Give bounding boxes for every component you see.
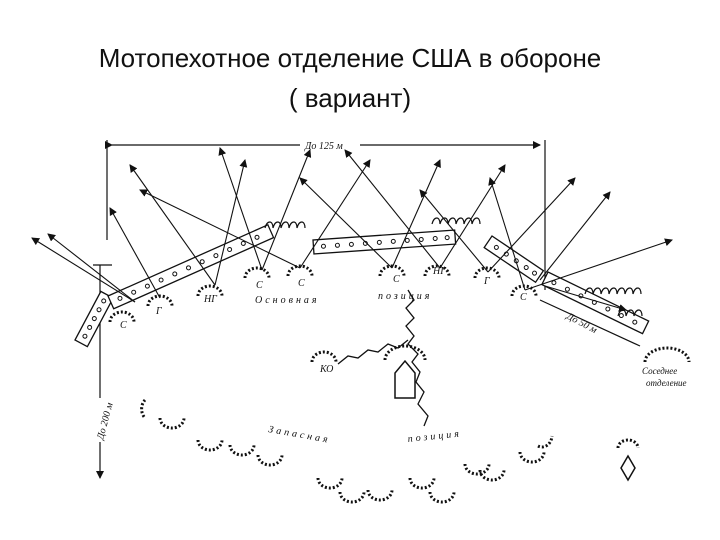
foxhole-s-4 bbox=[378, 264, 406, 277]
neighbor-squad-label-1: Соседнее bbox=[642, 366, 677, 376]
side-dimension-label: До 50 м bbox=[564, 310, 600, 336]
foxhole-g-2 bbox=[473, 266, 501, 279]
reserve-foxhole-8 bbox=[366, 489, 394, 502]
main-position-label-part2: позиция bbox=[378, 291, 432, 302]
reserve-foxhole-15 bbox=[616, 438, 640, 449]
main-position-foxholes bbox=[108, 264, 691, 363]
reserve-foxhole-2 bbox=[158, 417, 186, 430]
trench-strip-center bbox=[312, 229, 457, 255]
title-line-2: ( вариант) bbox=[288, 83, 412, 113]
tag-ng-2: НГ bbox=[432, 266, 446, 277]
trench-strip-left-long bbox=[107, 223, 275, 310]
trench-strip-right-long bbox=[540, 271, 650, 335]
reserve-position-label-part1: Запасная bbox=[267, 424, 331, 446]
tag-s-5: С bbox=[520, 292, 527, 303]
shelter-icon bbox=[394, 359, 416, 399]
tag-s-1: С bbox=[120, 320, 127, 331]
tag-s-2: С bbox=[256, 280, 263, 291]
reserve-foxhole-10 bbox=[428, 491, 456, 504]
width-dimension: До 125 м bbox=[105, 138, 546, 290]
reserve-foxhole-4 bbox=[228, 444, 256, 457]
neighbor-squad-label-2: отделение bbox=[646, 378, 687, 388]
tag-s-3: С bbox=[298, 278, 305, 289]
foxhole-neighbor bbox=[643, 346, 691, 363]
title-line-1: Мотопехотное отделение США в обороне bbox=[98, 43, 602, 73]
ko-position: КО bbox=[310, 350, 338, 375]
reserve-foxhole-3 bbox=[196, 439, 224, 452]
tag-s-4: С bbox=[393, 274, 400, 285]
reserve-position-foxholes bbox=[140, 398, 640, 504]
reserve-foxhole-5 bbox=[256, 454, 284, 467]
foxhole-s-3 bbox=[286, 264, 314, 277]
reserve-foxhole-13 bbox=[518, 451, 546, 464]
tag-g-1: Г bbox=[155, 306, 162, 317]
foxhole-s-1 bbox=[108, 310, 136, 323]
squad-leader-post bbox=[383, 344, 427, 399]
tag-ng-1: НГ bbox=[203, 294, 217, 305]
reserve-foxhole-12 bbox=[478, 469, 506, 482]
wire-coil-3 bbox=[584, 287, 642, 295]
slide-title: Мотопехотное отделение США в обороне ( в… bbox=[0, 38, 700, 118]
fire-sector-arrows bbox=[31, 147, 673, 312]
main-position-label-part1: Основная bbox=[255, 295, 320, 306]
foxhole-ng-2 bbox=[423, 264, 451, 277]
wire-coil-2 bbox=[431, 217, 481, 225]
trench-strip-left bbox=[74, 290, 115, 348]
trench-strip-right bbox=[483, 235, 545, 284]
reserve-foxhole-9 bbox=[408, 477, 436, 490]
reserve-foxhole-14 bbox=[537, 435, 554, 449]
ko-label: КО bbox=[319, 364, 333, 375]
diamond-marker-icon bbox=[620, 454, 636, 482]
tag-g-2: Г bbox=[483, 276, 490, 287]
foxhole-g-1 bbox=[146, 294, 174, 307]
reserve-position-label-part2: позиция bbox=[407, 428, 462, 445]
foxhole-s-2 bbox=[243, 266, 271, 279]
trench-strips bbox=[74, 223, 650, 348]
reserve-foxhole-6 bbox=[316, 477, 344, 490]
reserve-foxhole-7 bbox=[338, 491, 366, 504]
width-dimension-label: До 125 м bbox=[304, 141, 343, 152]
foxhole-ng-1 bbox=[196, 284, 224, 297]
communication-trench bbox=[405, 289, 429, 427]
wire-coil-1 bbox=[264, 221, 306, 229]
reserve-foxhole-1 bbox=[140, 398, 147, 420]
foxhole-s-5 bbox=[510, 284, 538, 297]
reserve-foxhole-11 bbox=[463, 463, 491, 476]
communication-trench-branch bbox=[337, 339, 409, 365]
